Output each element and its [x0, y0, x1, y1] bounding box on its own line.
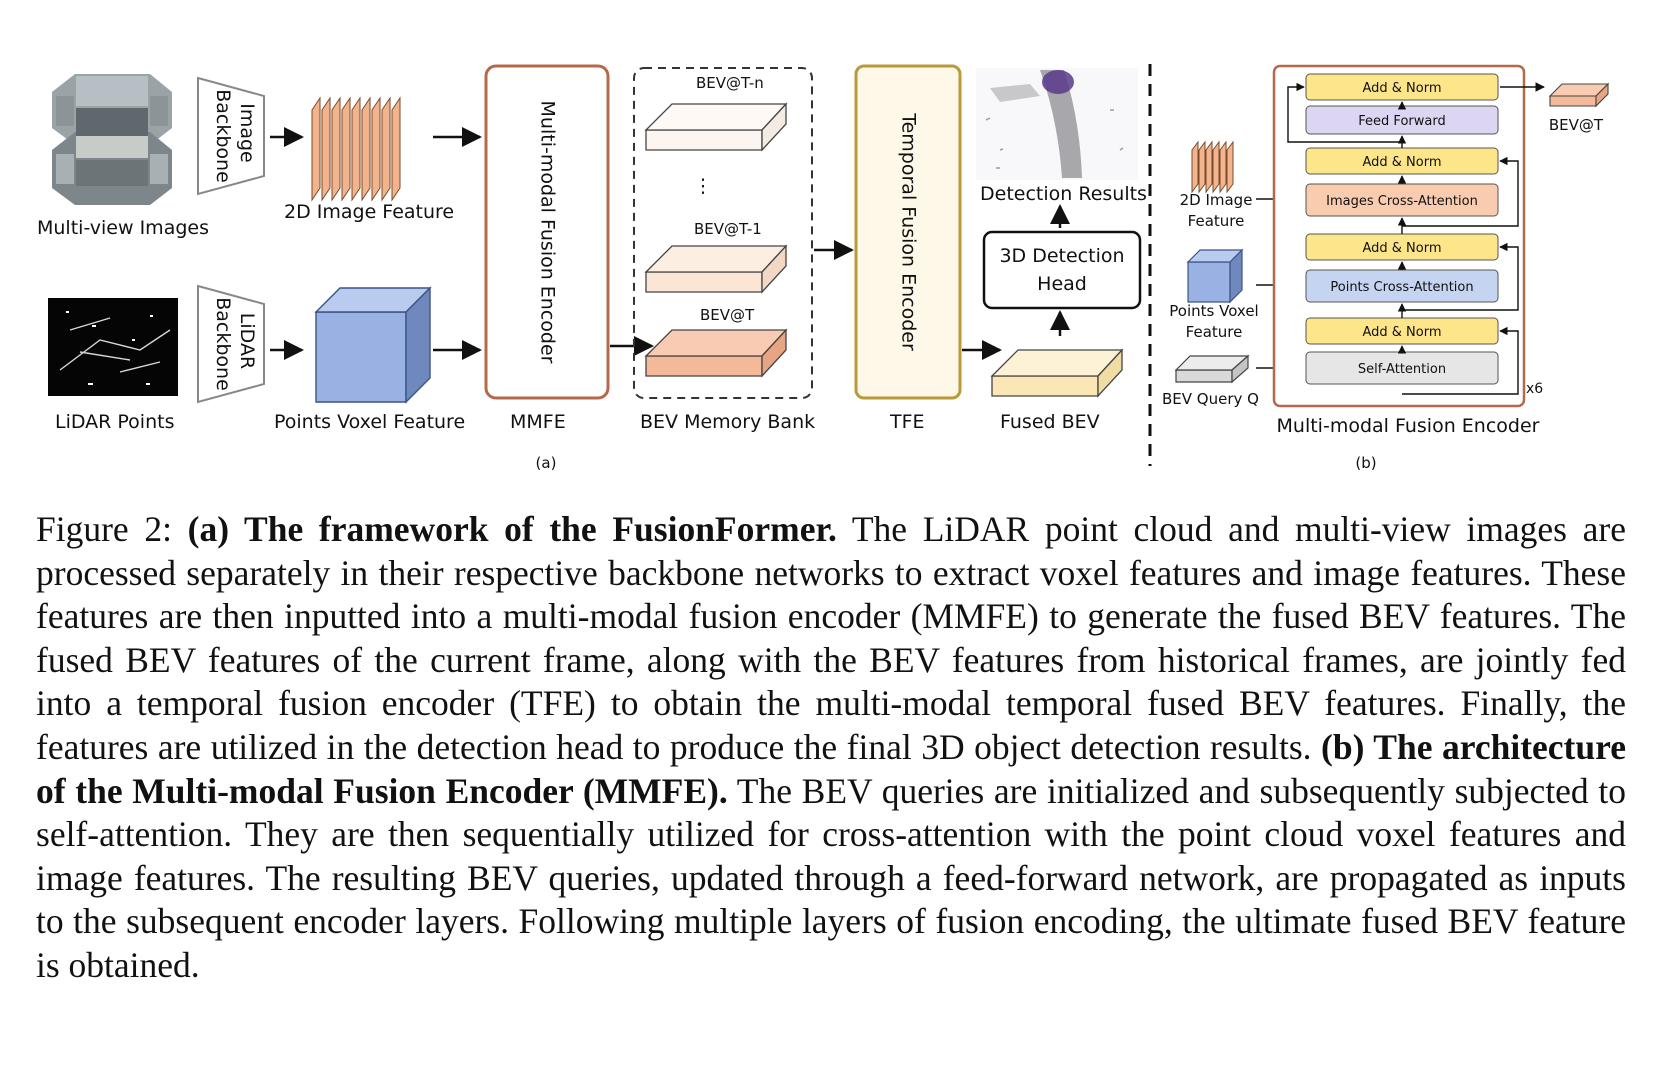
self-attention-label: Self-Attention [1358, 362, 1446, 377]
add-norm-4-label: Add & Norm [1362, 81, 1441, 96]
bev-t-slab [644, 328, 788, 378]
b-bev-out-slab [1548, 82, 1610, 108]
lidar-points-label: LiDAR Points [55, 411, 174, 433]
bev-t1-label: BEV@T-1 [694, 220, 762, 238]
lidar-backbone: LiDAR Backbone [197, 284, 265, 404]
bev-tn-slab [644, 102, 788, 152]
add-norm-4 [1305, 73, 1499, 101]
b-image-feature-line2: Feature [1188, 212, 1245, 230]
caption-title-a: (a) The framework of the FusionFormer. [187, 509, 837, 549]
tfe-box [854, 64, 962, 400]
caption-text-a: The LiDAR point cloud and multi-view ima… [36, 509, 1626, 767]
b-voxel-feature-line1: Points Voxel [1169, 302, 1258, 320]
mmfe-box-label: Multi-modal Fusion Encoder [537, 101, 559, 364]
panel-b-sublabel: (b) [1355, 454, 1376, 472]
memory-bank-label: BEV Memory Bank [640, 411, 815, 433]
detection-head-line2: Head [1037, 273, 1087, 295]
caption-text-b: The BEV queries are initialized and subs… [36, 770, 1626, 985]
images-cross-attention-label: Images Cross-Attention [1326, 194, 1478, 209]
lidar-points-icon [48, 298, 178, 396]
lidar-backbone-line1: LiDAR [237, 313, 259, 369]
b-voxel-feature-cube [1186, 248, 1244, 304]
add-norm-1-label: Add & Norm [1362, 325, 1441, 340]
figure-diagram: Multi-view Images Image Backbone 2D Imag… [37, 64, 1610, 472]
image-backbone-line2: Backbone [213, 89, 235, 183]
detection-results-label: Detection Results [980, 183, 1147, 205]
b-voxel-feature-line2: Feature [1186, 323, 1243, 341]
svg-text:LiDAR Backbone: LiDAR Backbone [213, 297, 259, 391]
detection-results-image [976, 68, 1138, 180]
add-norm-2-label: Add & Norm [1362, 241, 1441, 256]
points-cross-attention-label: Points Cross-Attention [1330, 280, 1473, 295]
image-backbone-line1: Image [237, 103, 259, 163]
voxel-feature-label: Points Voxel Feature [274, 411, 465, 433]
caption-title-b: (b) The architecture of the Multi-modal … [36, 726, 1626, 811]
image-feature-stack [311, 96, 401, 202]
caption-prefix: Figure 2: [36, 509, 188, 549]
image-feature-label: 2D Image Feature [284, 201, 454, 223]
fused-bev-slab [990, 348, 1124, 398]
bev-tn-label: BEV@T-n [696, 74, 764, 92]
multiview-images-label: Multi-view Images [37, 217, 209, 239]
tfe-label: TFE [889, 411, 925, 433]
svg-text:Image Backbone: Image Backbone [213, 89, 259, 183]
panel-a-sublabel: (a) [536, 454, 557, 472]
b-bev-query-slab [1174, 354, 1250, 384]
b-image-feature-stack [1191, 140, 1234, 194]
fused-bev-label: Fused BEV [1000, 411, 1100, 433]
bev-memory-bank-box [633, 67, 813, 399]
repeat-label: x6 [1526, 381, 1543, 397]
feed-forward-label: Feed Forward [1358, 114, 1445, 129]
multiview-images-icon [52, 74, 172, 205]
mmfe-label: MMFE [510, 411, 566, 433]
detection-head-box [982, 230, 1142, 310]
b-image-feature-line1: 2D Image [1180, 191, 1253, 209]
bev-t-label: BEV@T [700, 306, 755, 324]
bev-ellipsis: ⋮ [694, 175, 713, 197]
b-bev-query-label: BEV Query Q [1162, 390, 1259, 408]
mmfe-box [484, 64, 610, 400]
lidar-backbone-line2: Backbone [213, 297, 235, 391]
tfe-box-label: Temporal Fusion Encoder [898, 112, 920, 351]
figure-caption: Figure 2: (a) The framework of the Fusio… [36, 508, 1626, 988]
image-backbone: Image Backbone [197, 76, 265, 196]
b-encoder-label: Multi-modal Fusion Encoder [1277, 415, 1540, 437]
bev-t1-slab [644, 244, 788, 294]
b-bev-out-label: BEV@T [1549, 116, 1604, 134]
add-norm-3-label: Add & Norm [1362, 155, 1441, 170]
detection-head-line1: 3D Detection [999, 245, 1124, 267]
voxel-feature-cube [314, 286, 432, 404]
